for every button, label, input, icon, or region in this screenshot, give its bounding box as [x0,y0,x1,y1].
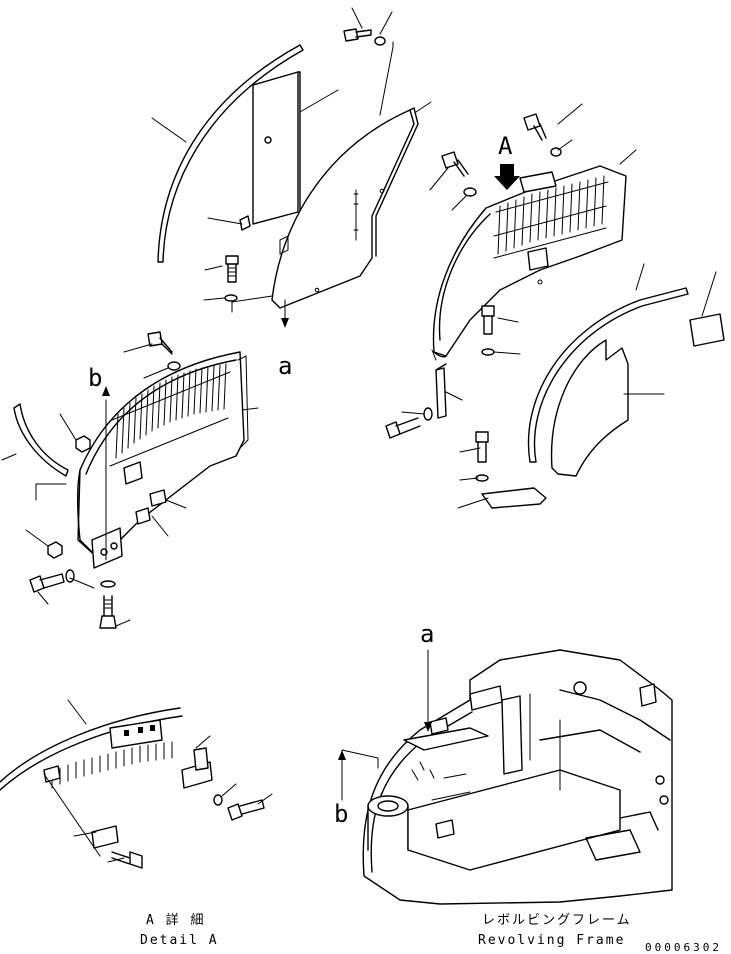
bolt-mid-right-cover [441,151,469,177]
right-cover-group: A [385,103,725,509]
bolt-side-rear-cover [29,573,65,593]
revolving-frame-outline [362,649,673,905]
nut-left-lower [47,541,63,559]
ref-b-frame-label: b [334,800,348,828]
bolt-lower-right-a [481,305,495,335]
frame-deck-plate [407,769,621,871]
frame-vertical-post [501,695,523,775]
washer-lower-left-cover [224,294,238,302]
cover-panel-left [271,109,415,309]
bolt-upper-rear-cover [147,331,173,355]
washer-stay [423,407,433,421]
revolving-frame-group: a b [334,620,673,905]
detail-a-caption-jp: A 詳 細 [146,912,205,928]
sponge-block-right [689,313,725,347]
grille-slots-left [109,363,231,467]
clip-left-cover [239,215,251,231]
detail-a-clip-bracket [91,825,119,849]
bolt-top-left-cover [343,28,372,42]
bolt-top-right-cover [523,113,547,141]
washer-top-left-cover [374,36,386,46]
detail-a-clip-left [43,765,61,783]
detail-a-group [0,699,273,869]
view-a-label: A [498,132,513,160]
revolving-frame-caption-jp: レボルビングフレーム [482,913,632,928]
ref-a-frame-label: a [420,620,434,648]
bottom-bracket-right [481,487,547,509]
seal-strip-upper-left [157,44,304,263]
bolt-stay [385,417,421,439]
washer-lower-right-a [481,348,495,356]
bolt-lower-right-b [475,431,489,463]
detail-a-mount-bracket [109,719,163,749]
sponge-right [550,339,629,477]
detail-a-grille [51,741,173,789]
detail-a-caption-en: Detail A [140,933,219,948]
ref-b-left-label: b [88,364,102,392]
bolt-lower-left-cover [225,255,239,283]
stay-bracket [435,367,447,419]
seal-strip-right [527,287,689,463]
washer-upper-rear-cover [167,361,181,371]
view-a-arrow [494,164,520,190]
sponge-plate [252,71,299,225]
ref-a-top-label: a [278,352,292,380]
rear-cover-group: b [1,331,259,629]
detail-a-washer [213,794,223,806]
detail-a-cover-edge [0,707,181,783]
seal-strip-left [13,403,69,477]
frame-mount-pad [403,727,489,751]
washer-mid-right-cover [463,187,477,197]
bolt-bottom-rear-cover [99,580,117,629]
rear-cover-grille-left [77,351,245,561]
detail-a-bolt-bottom [111,851,143,869]
left-cover-group: a [151,7,432,380]
nut-left [75,435,91,453]
revolving-frame-caption-en: Revolving Frame [478,933,625,948]
document-number: 00006302 [645,941,722,954]
washer-side-rear-cover [65,569,75,583]
grille-slots-right [493,175,609,259]
